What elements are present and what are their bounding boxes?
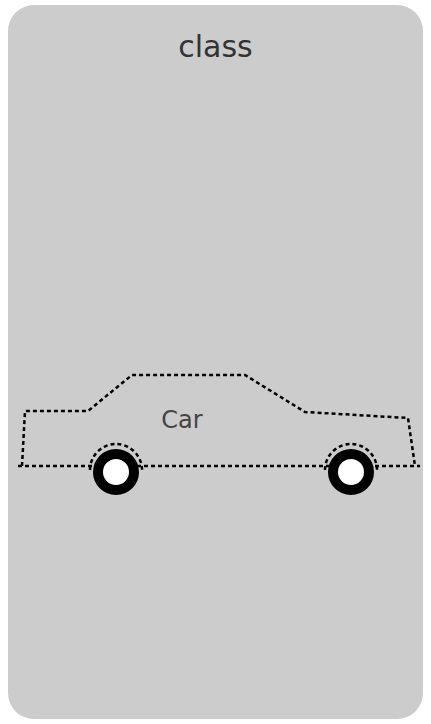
wheel xyxy=(98,454,134,490)
car-shape xyxy=(18,370,423,505)
card-title: class xyxy=(178,29,252,64)
class-card: classCar xyxy=(8,5,423,719)
car-outline: Car xyxy=(18,370,423,505)
car-label: Car xyxy=(161,406,202,434)
wheel xyxy=(333,454,369,490)
